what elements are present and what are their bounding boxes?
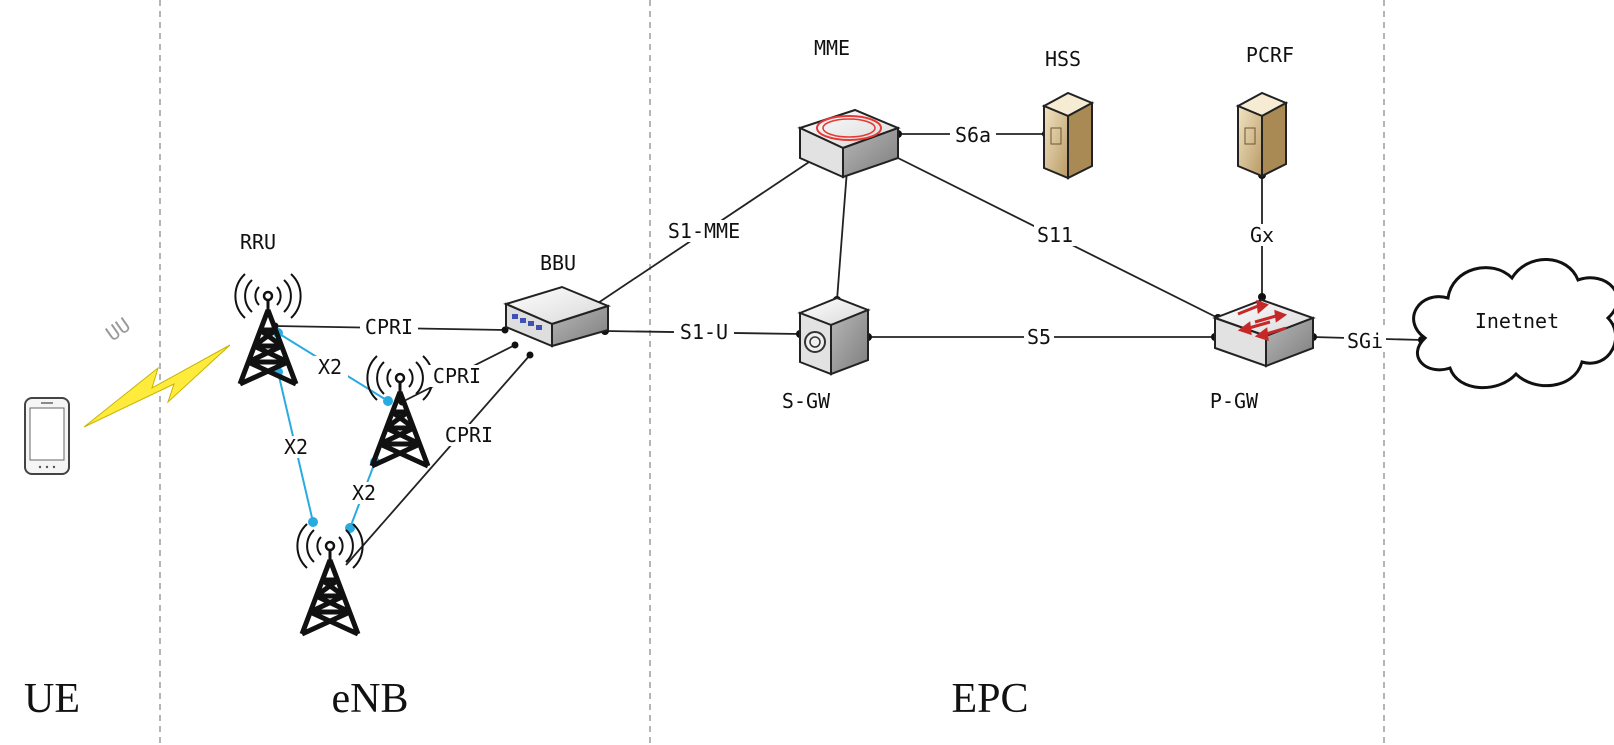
lightning-icon — [83, 344, 231, 428]
x2-label-3: X2 — [352, 481, 376, 505]
internet-label: Inetnet — [1475, 309, 1559, 333]
s6a-label: S6a — [955, 123, 991, 147]
s5-label: S5 — [1027, 325, 1051, 349]
rru-tower-icon-1 — [235, 274, 300, 384]
cpri-label-1: CPRI — [365, 315, 413, 339]
cpri-link-3 — [345, 354, 531, 566]
cpri-label-2: CPRI — [433, 364, 481, 388]
zone-dividers — [159, 0, 1385, 745]
pgw-label: P-GW — [1210, 389, 1259, 413]
pgw-switch-icon — [1212, 298, 1316, 368]
hss-server-icon — [1041, 91, 1095, 180]
s11-label: S11 — [1037, 223, 1073, 247]
mme-router-icon — [797, 108, 901, 179]
x2-label-1: X2 — [318, 355, 342, 379]
x2-port-dot — [345, 523, 355, 533]
rru-tower-icon-2 — [367, 356, 432, 466]
pcrf-server-icon — [1235, 91, 1289, 178]
zone-labels: UE eNB EPC — [24, 676, 1029, 722]
sgi-label: SGi — [1347, 329, 1383, 353]
phone-icon — [24, 397, 70, 475]
sgw-label: S-GW — [782, 389, 831, 413]
rru-tower-icon-3 — [297, 524, 362, 634]
zone-label-epc: EPC — [951, 676, 1028, 722]
x2-port-dot — [308, 517, 318, 527]
cpri-label-3: CPRI — [445, 423, 493, 447]
mme-sgw-link — [836, 169, 848, 301]
pcrf-label: PCRF — [1246, 43, 1294, 67]
x2-port-dot — [383, 396, 393, 406]
cloud-icon — [1412, 258, 1614, 389]
x2-label-2: X2 — [284, 435, 308, 459]
s1-u-label: S1-U — [680, 320, 728, 344]
zone-label-ue: UE — [24, 676, 80, 722]
mme-label: MME — [814, 36, 850, 60]
node-labels: RRU BBU MME HSS PCRF S-GW P-GW Inetnet — [240, 36, 1559, 413]
zone-label-enb: eNB — [332, 676, 409, 722]
gx-label: Gx — [1250, 223, 1274, 247]
link-labels: CPRI CPRI CPRI X2 X2 X2 S1-MME S1-U S6a … — [101, 123, 1386, 505]
uu-label: UU — [101, 313, 135, 346]
hss-label: HSS — [1045, 47, 1081, 71]
bbu-icon — [503, 285, 611, 348]
s1-mme-label: S1-MME — [668, 219, 740, 243]
sgw-gateway-icon — [797, 296, 871, 376]
rru-label: RRU — [240, 230, 276, 254]
bbu-label: BBU — [540, 251, 576, 275]
